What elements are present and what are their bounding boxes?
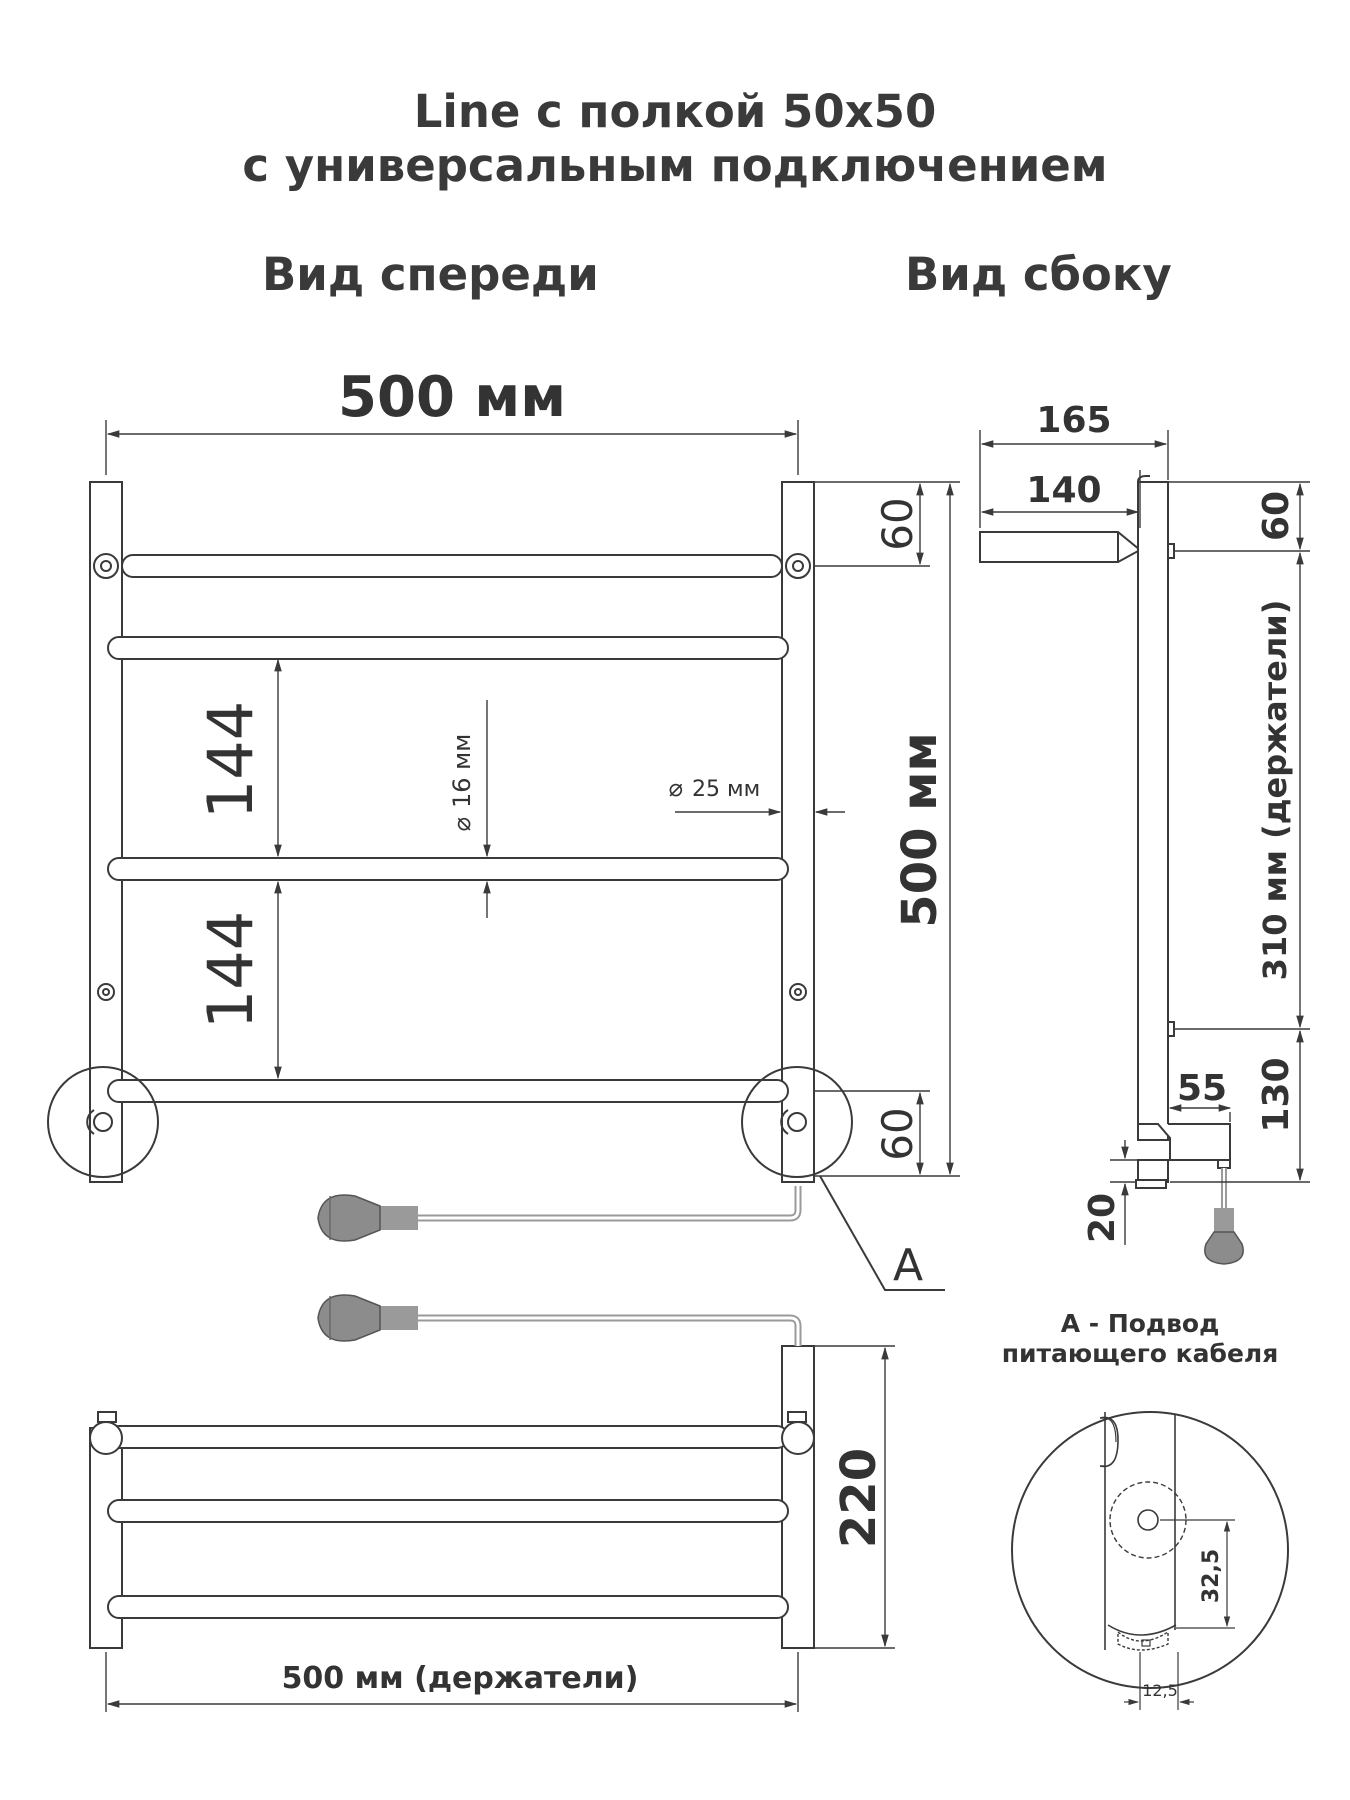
front-mount-screw-mid-left (97, 983, 115, 1001)
side-bottom-bracket (1138, 1123, 1231, 1161)
side-bottom-offset-label: 130 (1256, 1057, 1297, 1132)
front-bar-4 (107, 1079, 789, 1103)
bar-diameter-label: 16 мм (448, 734, 476, 808)
front-mount-screw-top-left (93, 553, 119, 579)
side-power-cable (1204, 1168, 1244, 1265)
front-bar-1 (121, 554, 783, 578)
pipe-diameter-label: 25 мм (692, 777, 760, 802)
side-top-offset-label: 60 (1256, 491, 1297, 541)
front-left-post (89, 481, 123, 1183)
title-line-1: Line с полкой 50х50 (413, 85, 937, 138)
side-holders-span-label: 310 мм (держатели) (1256, 600, 1294, 981)
front-height-label: 500 мм (892, 732, 948, 927)
shelf-plug-icon (317, 1294, 381, 1342)
diameter-symbol-icon: ⌀ (448, 817, 476, 832)
callout-leader-a (819, 1175, 945, 1291)
detail-a-vertical-dim-label: 32,5 (1199, 1549, 1224, 1603)
detail-a-circle (1011, 1411, 1289, 1689)
detail-a-horizontal-dim-label: 12,5 (1142, 1681, 1178, 1700)
shelf-bar-1 (107, 1425, 789, 1449)
bar-diameter-label-group: ⌀ 16 мм (448, 734, 476, 832)
front-spacing-upper-label: 144 (194, 701, 267, 819)
front-plug-icon (317, 1194, 381, 1242)
front-mount-screw-top-right (785, 553, 811, 579)
front-view-title: Вид спереди (262, 248, 599, 301)
side-shelf-arm (979, 531, 1142, 563)
side-main-post (1137, 481, 1169, 1141)
side-view-title: Вид сбоку (905, 248, 1172, 301)
side-depth-shelf-label: 140 (1026, 470, 1101, 511)
side-bracket-depth-label: 55 (1177, 1068, 1227, 1109)
front-bar-3 (107, 857, 789, 881)
front-power-cable (317, 1186, 802, 1242)
detail-a-title-line-1: А - Подвод (1061, 1309, 1220, 1338)
callout-a-label: A (893, 1240, 923, 1291)
front-width-label: 500 мм (338, 365, 566, 430)
front-mount-screw-mid-right (789, 983, 807, 1001)
front-top-offset-label: 60 (873, 497, 922, 550)
side-holder-top (1167, 543, 1175, 559)
side-plug-icon (1204, 1231, 1244, 1265)
pipe-diameter-label-group: ⌀ 25 мм (668, 774, 760, 802)
shelf-dimensions (105, 1345, 895, 1712)
front-detail-circle-left (47, 1066, 159, 1178)
front-right-post (781, 481, 815, 1183)
title-line-2: с универсальным подключением (242, 139, 1108, 192)
shelf-bar-2 (107, 1499, 789, 1523)
front-spacing-lower-label: 144 (194, 911, 267, 1029)
front-dimensions (105, 420, 960, 1177)
shelf-view (89, 1345, 815, 1649)
shelf-power-cable (317, 1294, 802, 1346)
diameter-symbol-icon-2: ⌀ (668, 774, 683, 802)
side-depth-total-label: 165 (1036, 400, 1111, 441)
side-holder-bottom (1167, 1021, 1175, 1037)
front-bar-2 (107, 636, 789, 660)
shelf-end-cap-left (89, 1421, 123, 1455)
shelf-bar-3 (107, 1595, 789, 1619)
detail-a-dimensions (1124, 1519, 1235, 1710)
shelf-holders-width-label: 500 мм (держатели) (282, 1661, 639, 1696)
detail-a (1011, 1411, 1289, 1689)
shelf-height-label: 220 (831, 1448, 887, 1548)
front-bottom-offset-label: 60 (873, 1107, 922, 1160)
front-view (47, 481, 945, 1291)
side-view (979, 475, 1231, 1189)
shelf-end-cap-right (781, 1421, 815, 1455)
detail-a-title-line-2: питающего кабеля (1002, 1339, 1279, 1368)
side-dimensions (979, 430, 1310, 1245)
side-base-offset-label: 20 (1082, 1193, 1123, 1243)
front-detail-circle-right (741, 1066, 853, 1178)
